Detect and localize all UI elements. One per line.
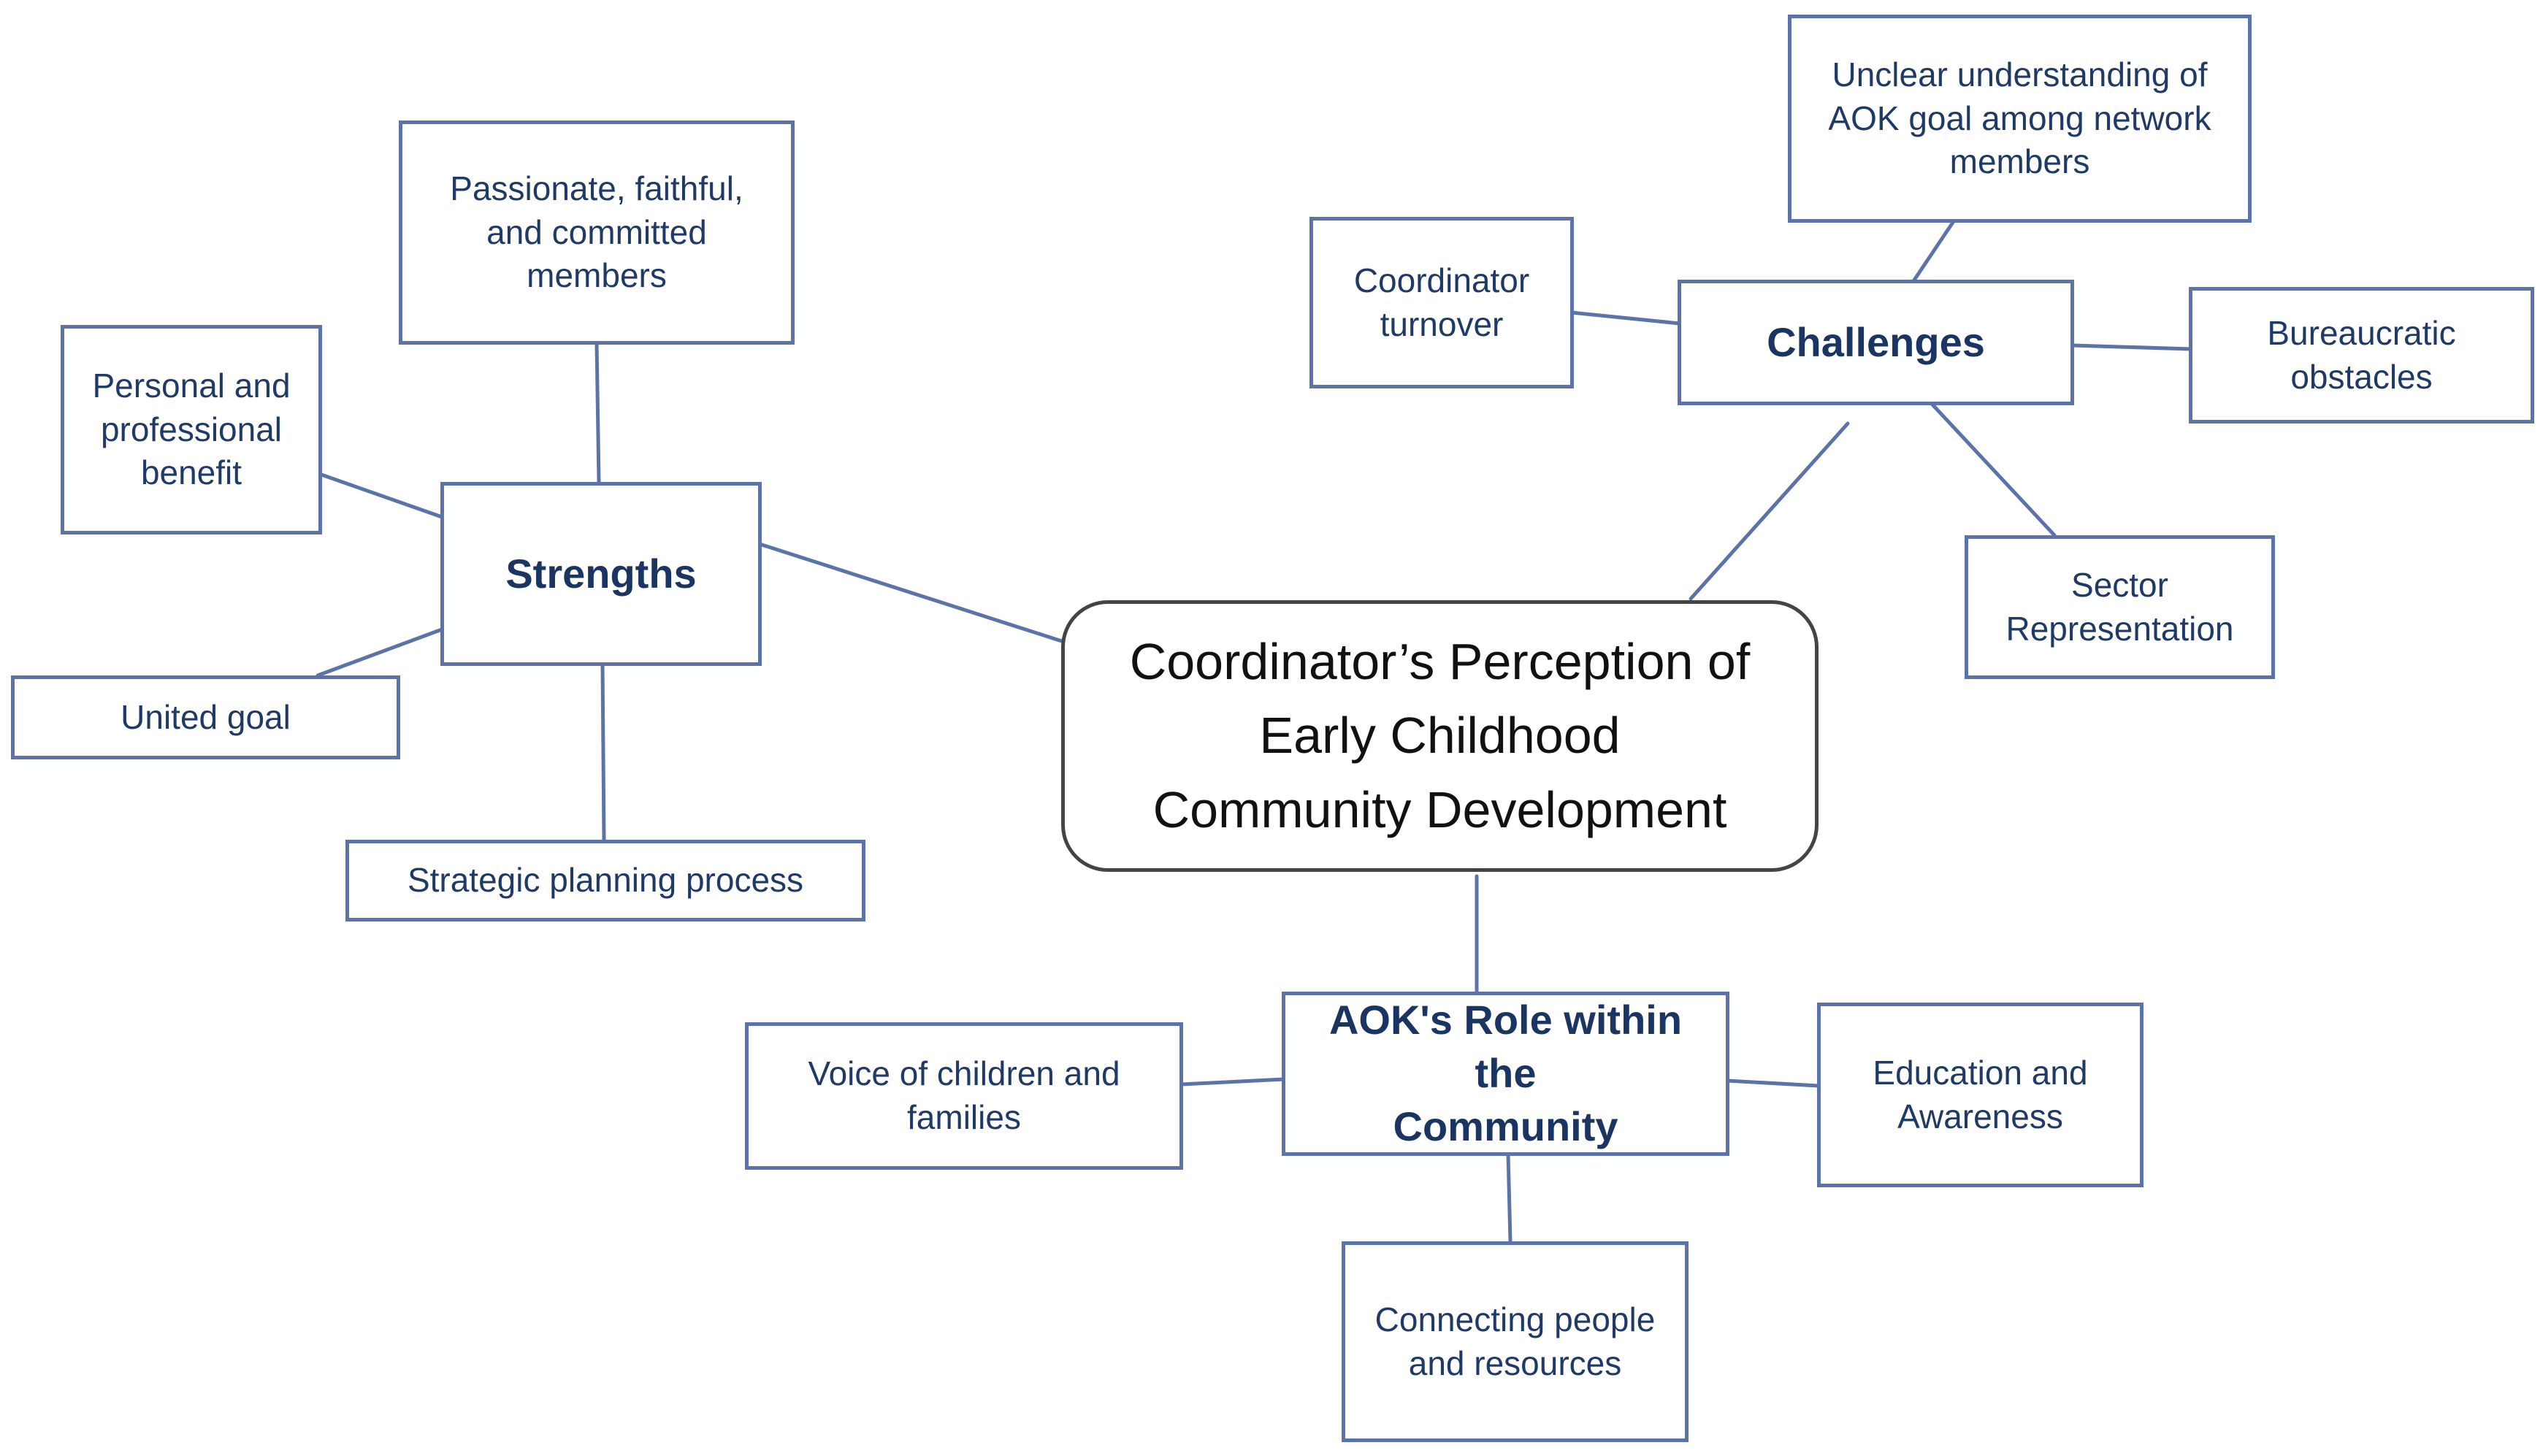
connector-role-education	[1725, 1078, 1821, 1088]
strength-passionate-label: Passionate, faithful, and committed memb…	[450, 169, 743, 295]
strength-personal-node: Personal and professional benefit	[61, 325, 322, 534]
role-voice-label: Voice of children and families	[808, 1054, 1120, 1136]
strength-united-goal-node: United goal	[11, 675, 400, 759]
challenge-unclear-label: Unclear understanding of AOK goal among …	[1828, 55, 2211, 181]
strengths-hub-label: Strengths	[505, 550, 697, 597]
challenges-hub-label: Challenges	[1767, 318, 1985, 365]
connector-strengths-passionate	[594, 341, 601, 484]
connector-center-challenges	[1689, 421, 1850, 601]
connector-role-connecting	[1506, 1152, 1513, 1244]
role-connecting-node: Connecting people and resources	[1342, 1241, 1689, 1442]
challenge-bureaucratic-node: Bureaucratic obstacles	[2189, 287, 2534, 424]
strength-united-goal-label: United goal	[121, 697, 291, 736]
strength-strategic-node: Strategic planning process	[345, 840, 865, 922]
connector-challenges-bureaucratic	[2070, 343, 2193, 351]
center-topic-label: Coordinator’s Perception of Early Childh…	[1129, 632, 1751, 838]
challenge-sector-node: Sector Representation	[1965, 535, 2275, 679]
strengths-hub-node: Strengths	[440, 482, 762, 666]
connector-challenges-turnover	[1569, 310, 1682, 326]
challenge-unclear-node: Unclear understanding of AOK goal among …	[1788, 15, 2252, 223]
strength-strategic-label: Strategic planning process	[407, 861, 804, 900]
role-hub-label: AOK's Role within the Community	[1328, 997, 1683, 1149]
connector-center-strengths	[757, 542, 1068, 645]
center-topic-node: Coordinator’s Perception of Early Childh…	[1061, 600, 1819, 872]
connector-role-voice	[1179, 1077, 1286, 1087]
challenges-hub-node: Challenges	[1678, 280, 2074, 405]
challenge-bureaucratic-label: Bureaucratic obstacles	[2267, 313, 2456, 396]
connector-challenges-unclear	[1911, 219, 1956, 283]
challenge-sector-label: Sector Representation	[2005, 565, 2234, 648]
connector-strengths-strategic	[600, 662, 606, 842]
strength-personal-label: Personal and professional benefit	[92, 366, 291, 492]
connector-challenges-sector	[1930, 402, 2057, 537]
challenge-turnover-node: Coordinator turnover	[1309, 217, 1574, 388]
role-connecting-label: Connecting people and resources	[1374, 1300, 1656, 1382]
role-education-node: Education and Awareness	[1817, 1003, 2144, 1187]
connector-strengths-united-goal	[316, 627, 444, 678]
challenge-turnover-label: Coordinator turnover	[1353, 261, 1530, 343]
connector-strengths-personal	[319, 472, 444, 519]
role-voice-node: Voice of children and families	[745, 1022, 1183, 1170]
strength-passionate-node: Passionate, faithful, and committed memb…	[399, 120, 795, 345]
role-education-label: Education and Awareness	[1873, 1053, 2088, 1135]
role-hub-node: AOK's Role within the Community	[1282, 992, 1729, 1156]
